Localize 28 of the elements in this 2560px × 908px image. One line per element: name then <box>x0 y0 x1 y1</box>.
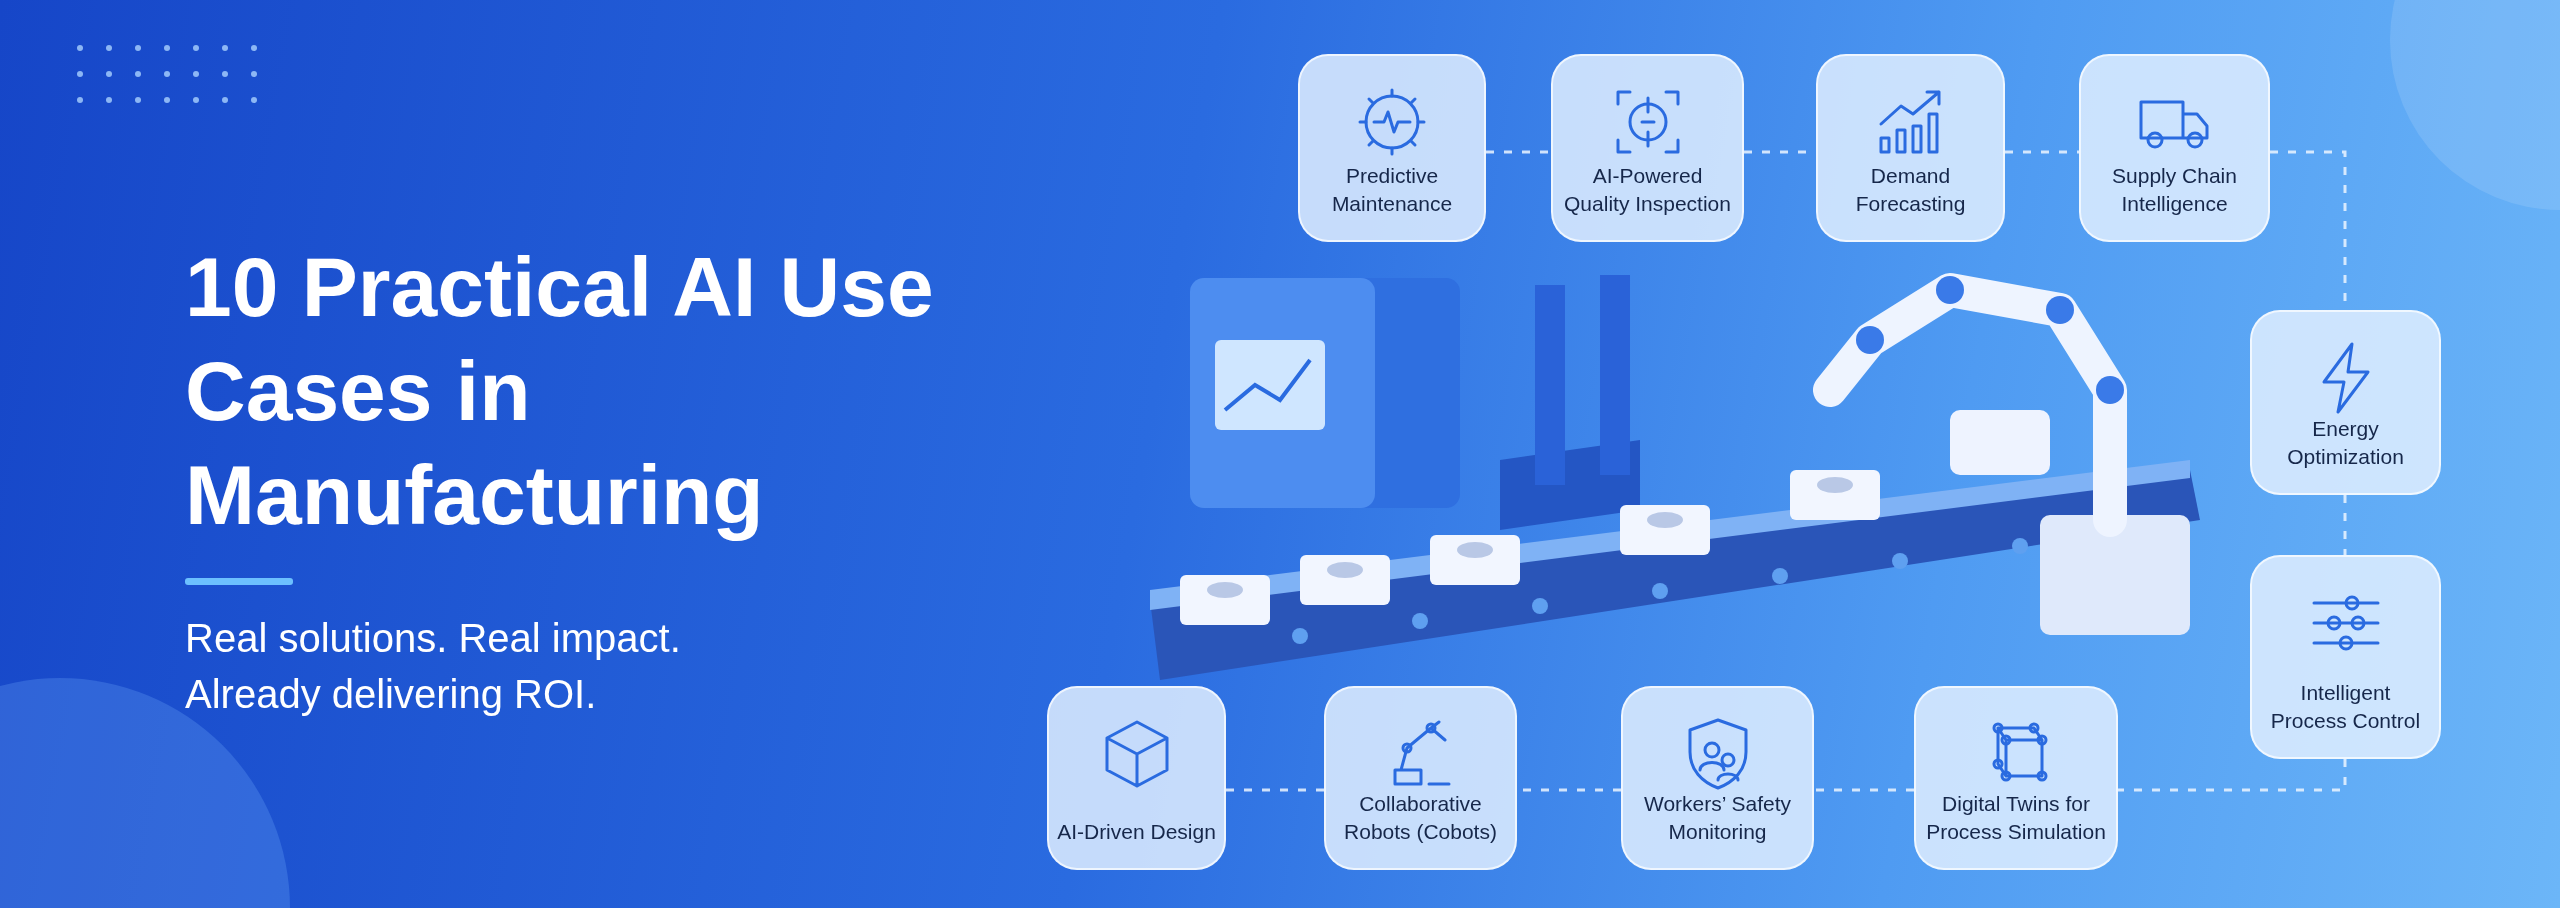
card-label: Demand Forecasting <box>1854 163 1967 217</box>
use-case-card <box>2250 310 2441 495</box>
use-case-card <box>2079 54 2270 242</box>
use-case-card <box>1324 686 1517 870</box>
use-case-card <box>1298 54 1486 242</box>
use-case-card <box>2250 555 2441 759</box>
page-title: 10 Practical AI Use Cases in Manufacturing <box>185 239 935 544</box>
card-label: Intelligent Process Control <box>2269 680 2422 734</box>
card-label: Workers’ Safety Monitoring <box>1642 791 1792 845</box>
use-case-card <box>1047 686 1226 870</box>
card-label: Energy Optimization <box>2286 416 2405 470</box>
use-case-card <box>1816 54 2005 242</box>
dashed-connector <box>1814 788 1914 792</box>
dashed-connector <box>1486 150 1551 154</box>
card-label: Digital Twins for Process Simulation <box>1925 791 2107 845</box>
dashed-connector <box>1226 788 1324 792</box>
card-label: AI-Powered Quality Inspection <box>1563 163 1732 217</box>
card-label: Collaborative Robots (Cobots) <box>1343 791 1498 845</box>
dashed-connector <box>2005 150 2079 154</box>
dashed-connector <box>2343 495 2347 555</box>
tagline: Real solutions. Real impact. Already delivering ROI. <box>185 615 682 718</box>
dashed-connector <box>2118 759 2347 792</box>
use-case-card <box>1621 686 1814 870</box>
use-case-card <box>1914 686 2118 870</box>
use-case-card <box>1551 54 1744 242</box>
card-label: Supply Chain Intelligence <box>2111 163 2238 217</box>
card-label: Predictive Maintenance <box>1330 163 1454 217</box>
card-label: AI-Driven Design <box>1057 819 1216 845</box>
